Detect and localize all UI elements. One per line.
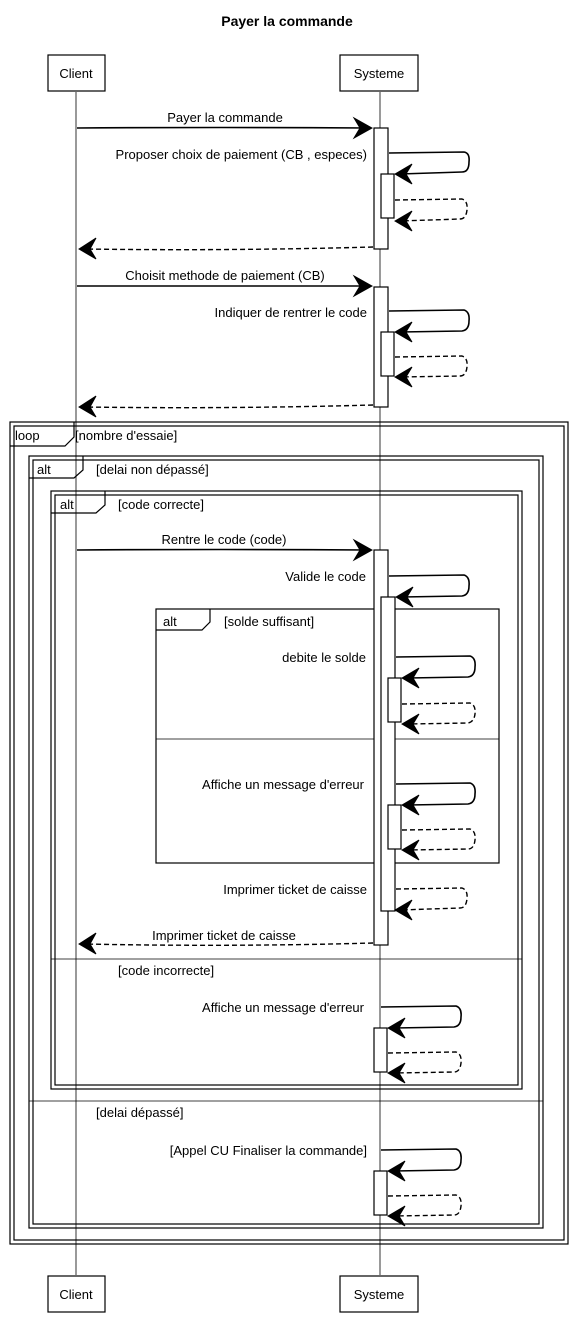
message-proposer: Proposer choix de paiement (CB , especes… <box>116 147 470 185</box>
message-label: [Appel CU Finaliser la commande] <box>170 1143 367 1158</box>
message-label: Payer la commande <box>167 110 283 125</box>
message-label: Choisit methode de paiement (CB) <box>125 268 324 283</box>
alt-solde-keyword: alt <box>163 614 177 629</box>
message-appel-cu: [Appel CU Finaliser la commande] <box>170 1143 462 1182</box>
systeme-label: Systeme <box>354 66 405 81</box>
alt-solde-fragment: alt [solde suffisant] <box>155 608 500 864</box>
alt-code-keyword: alt <box>60 497 74 512</box>
message-erreur-code: Affiche un message d'erreur <box>202 1000 462 1039</box>
message-valide-code: Valide le code <box>285 569 470 608</box>
activation-bar <box>387 804 402 850</box>
client-participant-top: Client <box>47 54 106 92</box>
message-indiquer: Indiquer de rentrer le code <box>215 305 470 343</box>
message-label: Affiche un message d'erreur <box>202 1000 365 1015</box>
activation-bars <box>373 127 402 1216</box>
diagram-title: Payer la commande <box>221 13 353 29</box>
loop-keyword: loop <box>15 428 40 443</box>
message-indiquer-return <box>394 355 468 388</box>
message-erreur-solde: Affiche un message d'erreur <box>202 777 476 816</box>
loop-guard: [nombre d'essaie] <box>75 428 177 443</box>
message-label: Valide le code <box>285 569 366 584</box>
message-erreur-code-return <box>387 1051 462 1084</box>
loop-fragment: loop [nombre d'essaie] <box>9 421 569 1245</box>
systeme-participant-bottom: Systeme <box>339 1275 419 1313</box>
message-label: Rentre le code (code) <box>161 532 286 547</box>
activation-bar <box>373 1170 388 1216</box>
alt-code-guard: [code correcte] <box>118 497 204 512</box>
message-label: Imprimer ticket de caisse <box>223 882 367 897</box>
alt-code-fragment: alt [code correcte] [code incorrecte] <box>50 490 523 1090</box>
message-label: debite le solde <box>282 650 366 665</box>
message-debite-return <box>401 702 476 735</box>
message-payer: Payer la commande <box>76 110 374 140</box>
message-imprimer-self: Imprimer ticket de caisse <box>223 882 468 921</box>
message-imprimer-return: Imprimer ticket de caisse <box>78 928 374 955</box>
activation-bar <box>380 173 395 219</box>
message-appel-cu-return <box>387 1194 462 1227</box>
systeme-label-bottom: Systeme <box>354 1287 405 1302</box>
message-label: Affiche un message d'erreur <box>202 777 365 792</box>
message-label: Proposer choix de paiement (CB , especes… <box>116 147 367 162</box>
activation-bar <box>373 1027 388 1073</box>
client-participant-bottom: Client <box>47 1275 106 1313</box>
message-label: Imprimer ticket de caisse <box>152 928 296 943</box>
activation-bar <box>380 596 396 912</box>
alt-solde-guard: [solde suffisant] <box>224 614 314 629</box>
alt-delai-guard: [delai non dépassé] <box>96 462 209 477</box>
systeme-participant-top: Systeme <box>339 54 419 92</box>
message-return-client-2 <box>78 395 374 418</box>
client-label: Client <box>59 66 93 81</box>
alt-code-else-guard: [code incorrecte] <box>118 963 214 978</box>
message-label: Indiquer de rentrer le code <box>215 305 367 320</box>
message-debite: debite le solde <box>282 650 476 689</box>
message-proposer-return <box>394 198 468 232</box>
activation-bar <box>380 331 395 377</box>
alt-delai-keyword: alt <box>37 462 51 477</box>
alt-delai-else-guard: [delai dépassé] <box>96 1105 183 1120</box>
message-rentre-code: Rentre le code (code) <box>76 532 374 562</box>
message-erreur-solde-return <box>401 828 476 861</box>
activation-bar <box>387 677 402 723</box>
alt-delai-fragment: alt [delai non dépassé] [delai dépassé] <box>28 455 544 1229</box>
message-choisit: Choisit methode de paiement (CB) <box>76 268 374 298</box>
client-label-bottom: Client <box>59 1287 93 1302</box>
message-return-client-1 <box>78 237 374 260</box>
